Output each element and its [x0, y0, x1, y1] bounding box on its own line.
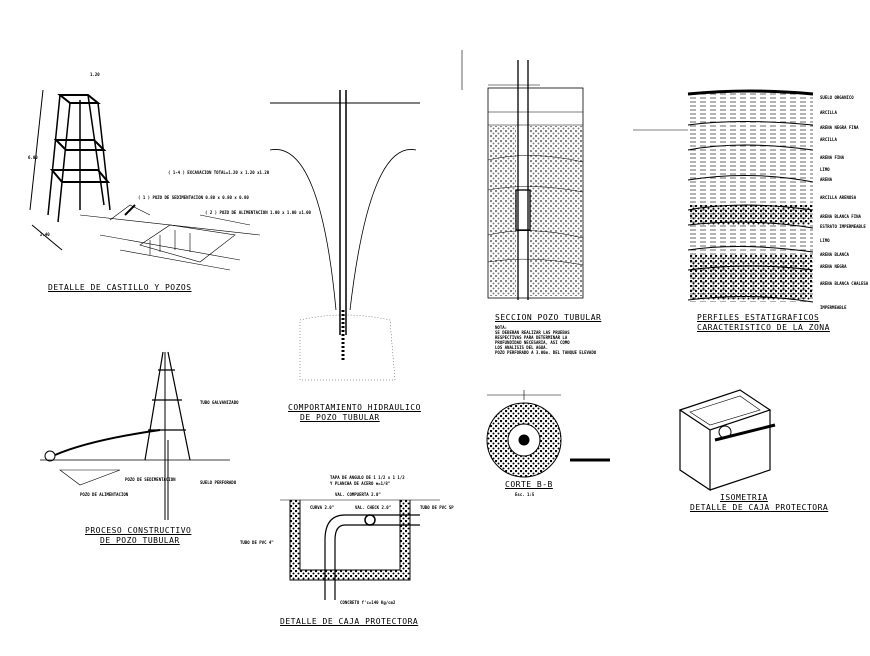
- title-proceso-2: DE POZO TUBULAR: [100, 536, 180, 545]
- stratum-label: ARCILLA: [820, 110, 837, 115]
- note-line: PROFUNDIDAD NECESARIA, ASI COMO: [495, 340, 570, 345]
- caja-note: CONCRETO f'c=140 Kg/cm2: [340, 600, 396, 605]
- protective-box-section: [280, 499, 440, 600]
- title-perfiles-2: CARACTERISTICO DE LA ZONA: [697, 323, 830, 332]
- note-line: LOS ANALISIS DEL AGUA.: [495, 345, 548, 350]
- title-corte: CORTE B-B: [505, 480, 553, 489]
- stratum-label: ARENA BLANCA CHALESA: [820, 281, 869, 286]
- note-line: NOTA:: [495, 325, 508, 330]
- stratum-label: ARENA FINA: [820, 155, 845, 160]
- caja-note: VAL. COMPUERTA 2.0": [335, 492, 381, 497]
- section-b-b: [486, 390, 610, 478]
- stratum-label: SUELO ORGANICO: [820, 95, 854, 100]
- stratigraphic-profile: [633, 89, 814, 303]
- stratum-label: IMPERMEABLE: [820, 305, 847, 310]
- castillo-tower: [29, 89, 111, 251]
- caja-note: TUBO DE PVC SP: [420, 505, 454, 510]
- stratum-label: LIMO: [820, 238, 830, 243]
- note-line: RESPECTIVAS PARA DETERMINAR LA: [495, 335, 568, 340]
- caja-note: VAL. CHECK 2.0": [355, 505, 392, 510]
- title-isometria-1: ISOMETRIA: [720, 493, 768, 502]
- castillo-dim: 2.40: [40, 232, 50, 237]
- note-line: SE DEBERAN REALIZAR LAS PRUEBAS: [495, 330, 570, 335]
- stratum-label: ARENA: [820, 177, 833, 182]
- caja-note: TAPA DE ANGULO DE 1 1/2 x 1 1/2: [330, 475, 405, 480]
- title-proceso-1: PROCESO CONSTRUCTIVO: [85, 526, 192, 535]
- proceso-note: POZO DE SEDIMENTACION: [125, 477, 176, 482]
- caja-note: TUBO DE PVC 4": [240, 540, 274, 545]
- hydraulic-well: [269, 90, 420, 381]
- construction-process: [40, 351, 230, 520]
- stratum-label: ARENA BLANCA: [820, 252, 849, 257]
- caja-note: Y PLANCHA DE ACERO e=1/8": [330, 481, 391, 486]
- title-castillo: DETALLE DE CASTILLO Y POZOS: [48, 283, 192, 292]
- proceso-note: SUELO PERFORADO: [200, 480, 237, 485]
- proceso-note: POZO DE ALIMENTACION: [80, 492, 129, 497]
- title-isometria-2: DETALLE DE CAJA PROTECTORA: [690, 503, 829, 512]
- stratum-label: ARCILLA ARENOSA: [820, 195, 857, 200]
- castillo-note: ( 2 ) POZO DE ALIMENTACION 1.00 x 1.00 x…: [205, 210, 311, 215]
- stratum-label: ARENA BLANCA FINA: [820, 214, 861, 219]
- protective-box-isometric: [678, 389, 776, 492]
- castillo-dim: 6.00: [28, 155, 38, 160]
- stratum-label: ARENA NEGRA FINA: [820, 125, 859, 130]
- castillo-note: ( 1-4 ) EXCAVACION TOTAL=1.20 x 1.20 x1.…: [168, 170, 270, 175]
- title-seccion: SECCION POZO TUBULAR: [495, 313, 602, 322]
- title-hidraulico-2: DE POZO TUBULAR: [300, 413, 380, 422]
- tubular-well-section: [461, 50, 584, 300]
- stratum-label: ESTRATO IMPERMEABLE: [820, 224, 866, 229]
- title-hidraulico-1: COMPORTAMIENTO HIDRAULICO: [288, 403, 421, 412]
- title-caja: DETALLE DE CAJA PROTECTORA: [280, 617, 419, 626]
- stratum-label: ARCILLA: [820, 137, 837, 142]
- castillo-dim: 1.20: [90, 72, 100, 77]
- excavation-pits: [79, 204, 261, 271]
- stratum-label: LIMO: [820, 167, 830, 172]
- note-line: POZO PERFORADO A 3.00m. DEL TANQUE ELEVA…: [495, 350, 597, 355]
- stratum-label: ARENA NEGRA: [820, 264, 847, 269]
- castillo-note: ( 1 ) POZO DE SEDIMENTACION 0.80 x 0.80 …: [138, 195, 249, 200]
- caja-note: CURVA 2.0": [310, 505, 335, 510]
- proceso-note: TUBO GALVANIZADO: [200, 400, 239, 405]
- seccion-notes: NOTA: SE DEBERAN REALIZAR LAS PRUEBAS RE…: [495, 325, 596, 355]
- title-perfiles-1: PERFILES ESTATIGRAFICOS: [697, 313, 820, 322]
- corte-scale: Esc. 1:5: [515, 492, 535, 497]
